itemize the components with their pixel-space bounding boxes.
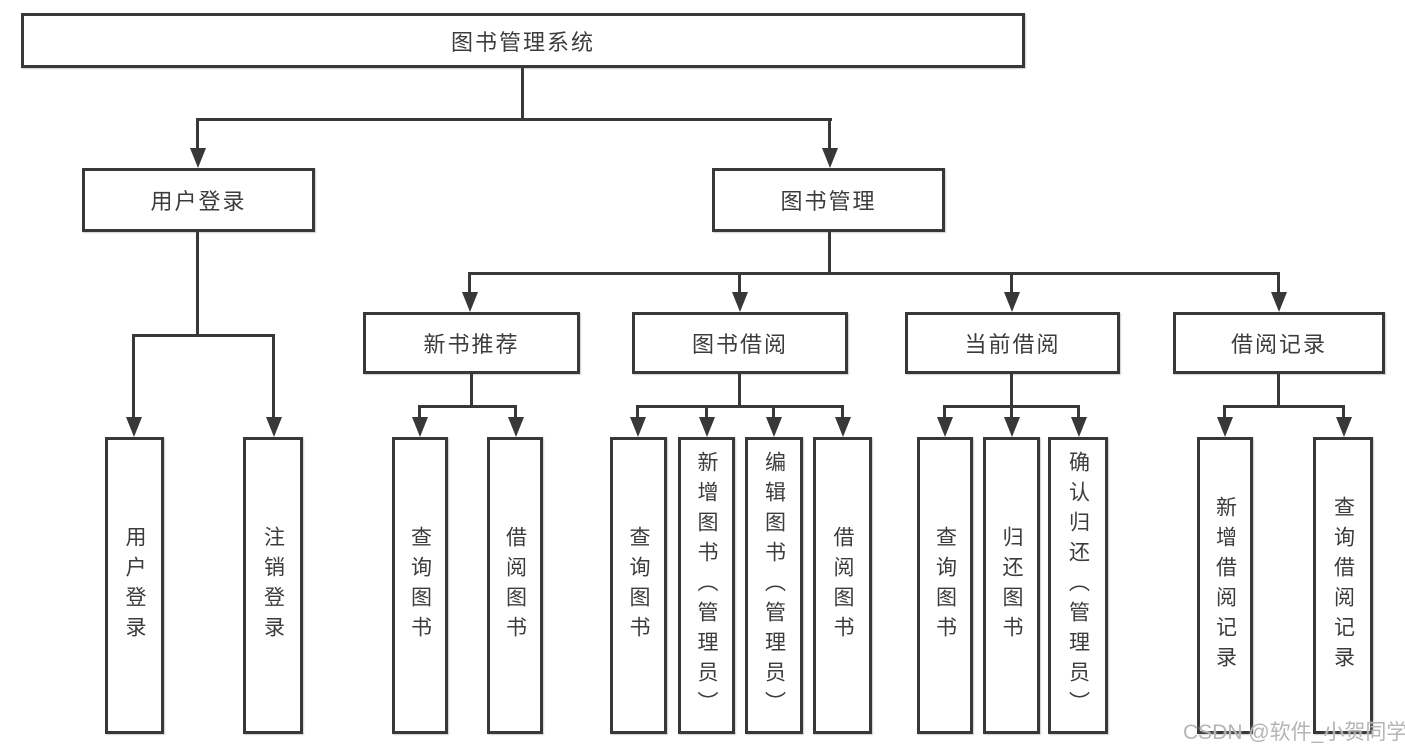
arrow-br-add: [1217, 417, 1233, 437]
node-root-label: 图书管理系统: [450, 29, 595, 55]
connector-user-drop-left: [132, 334, 135, 420]
connector-cb-stem: [1010, 374, 1013, 408]
connector-nbr-drop-2: [514, 405, 517, 421]
arrow-cb-confirm: [1071, 417, 1087, 437]
arrow-borrowing-records: [1271, 292, 1287, 312]
leaf-br-add-record-label: 新增借阅记录: [1213, 495, 1237, 676]
leaf-nbr-query-books: 查询图书: [392, 437, 448, 734]
connector-user-stem: [196, 232, 199, 337]
connector-l3-drop-1: [468, 272, 471, 296]
arrow-bb-query: [630, 417, 646, 437]
connector-nbr-drop-1: [418, 405, 421, 421]
connector-bb-drop-1: [636, 405, 639, 421]
leaf-bb-edit-books-admin-label: 编辑图书（管理员）: [762, 450, 786, 721]
node-book-borrowing-label: 图书借阅: [691, 332, 788, 357]
connector-br-stem: [1277, 374, 1280, 408]
arrow-new-book-recommend: [462, 292, 478, 312]
arrow-book-management: [822, 148, 838, 168]
connector-l2-drop-right: [828, 118, 831, 152]
connector-l3-branch: [468, 272, 1280, 275]
node-current-borrowing-label: 当前借阅: [964, 332, 1061, 357]
leaf-bb-borrow-books-label: 借阅图书: [831, 525, 854, 646]
connector-user-branch: [132, 334, 275, 337]
leaf-cb-query-books: 查询图书: [917, 437, 973, 734]
node-book-management-label: 图书管理: [780, 189, 877, 214]
arrow-leaf-user-login: [126, 417, 142, 437]
leaf-bb-query-books-label: 查询图书: [627, 525, 650, 646]
node-current-borrowing: 当前借阅: [905, 312, 1120, 374]
connector-br-branch: [1223, 405, 1345, 408]
leaf-bb-borrow-books: 借阅图书: [813, 437, 872, 734]
node-book-management: 图书管理: [712, 168, 945, 232]
arrow-leaf-logout: [266, 417, 282, 437]
leaf-bb-add-books-admin: 新增图书（管理员）: [678, 437, 735, 734]
connector-br-drop-1: [1223, 405, 1226, 421]
leaf-cb-return-books-label: 归还图书: [1000, 525, 1023, 646]
connector-l3-drop-4: [1277, 272, 1280, 296]
connector-l3-drop-2: [738, 272, 741, 296]
arrow-bb-edit: [766, 417, 782, 437]
arrow-nbr-query: [412, 417, 428, 437]
leaf-logout-login-label: 注销登录: [261, 525, 285, 646]
connector-bb-stem: [738, 374, 741, 408]
connector-nbr-branch: [418, 405, 517, 408]
node-book-borrowing: 图书借阅: [632, 312, 848, 374]
leaf-bb-add-books-admin-label: 新增图书（管理员）: [695, 450, 718, 721]
leaf-cb-query-books-label: 查询图书: [933, 525, 957, 646]
connector-bb-drop-4: [841, 405, 844, 421]
arrow-book-borrowing: [732, 292, 748, 312]
connector-bm-stem: [828, 232, 831, 275]
connector-root-stem: [521, 68, 524, 121]
arrow-current-borrowing: [1004, 292, 1020, 312]
leaf-cb-confirm-return-admin: 确认归还（管理员）: [1048, 437, 1108, 734]
arrow-nbr-borrow: [508, 417, 524, 437]
leaf-bb-edit-books-admin: 编辑图书（管理员）: [745, 437, 803, 734]
connector-nbr-stem: [470, 374, 473, 408]
connector-bb-drop-2: [705, 405, 708, 421]
leaf-user-login: 用户登录: [105, 437, 164, 734]
connector-l2-drop-left: [196, 118, 199, 152]
connector-cb-drop-1: [943, 405, 946, 421]
leaf-nbr-query-books-label: 查询图书: [408, 525, 432, 646]
connector-user-drop-right: [272, 334, 275, 420]
leaf-cb-confirm-return-admin-label: 确认归还（管理员）: [1066, 450, 1090, 721]
csdn-watermark: CSDN @软件_小贺同学: [1183, 721, 1405, 744]
arrow-cb-return: [1004, 417, 1020, 437]
arrow-cb-query: [937, 417, 953, 437]
leaf-logout-login: 注销登录: [243, 437, 303, 734]
node-new-book-recommend-label: 新书推荐: [423, 332, 520, 357]
arrow-bb-borrow: [835, 417, 851, 437]
arrow-bb-add: [699, 417, 715, 437]
leaf-bb-query-books: 查询图书: [610, 437, 667, 734]
node-new-book-recommend: 新书推荐: [363, 312, 580, 374]
leaf-nbr-borrow-books-label: 借阅图书: [503, 525, 527, 646]
connector-br-drop-2: [1342, 405, 1345, 421]
leaf-user-login-label: 用户登录: [123, 525, 146, 646]
leaf-br-add-record: 新增借阅记录: [1197, 437, 1253, 734]
leaf-cb-return-books: 归还图书: [983, 437, 1040, 734]
connector-l3-drop-3: [1010, 272, 1013, 296]
node-borrowing-records: 借阅记录: [1173, 312, 1385, 374]
connector-l2-branch: [196, 118, 832, 121]
node-root: 图书管理系统: [21, 13, 1025, 68]
leaf-br-query-record: 查询借阅记录: [1313, 437, 1373, 734]
connector-bb-drop-3: [772, 405, 775, 421]
leaf-br-query-record-label: 查询借阅记录: [1331, 495, 1355, 676]
node-user-login-label: 用户登录: [150, 189, 247, 214]
connector-bb-branch: [636, 405, 844, 408]
arrow-user-login: [190, 148, 206, 168]
node-user-login: 用户登录: [82, 168, 315, 232]
leaf-nbr-borrow-books: 借阅图书: [487, 437, 543, 734]
connector-cb-drop-3: [1077, 405, 1080, 421]
connector-cb-drop-2: [1010, 405, 1013, 421]
node-borrowing-records-label: 借阅记录: [1230, 332, 1327, 357]
arrow-br-query: [1336, 417, 1352, 437]
